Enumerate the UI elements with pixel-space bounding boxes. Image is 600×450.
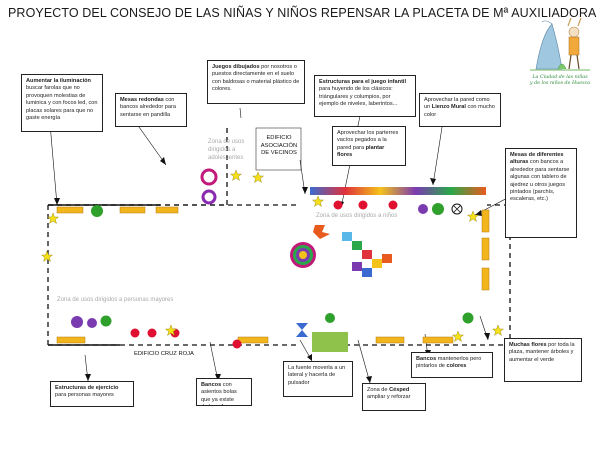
- callout-bold: Aumentar la iluminación: [26, 78, 91, 84]
- callout-bancos-mantenerlos: Bancos mantenerlos pero pintarlos de col…: [411, 352, 493, 378]
- callout-bold: Lienzo Mural: [431, 104, 466, 111]
- callout-bold: Estructuras para el juego infantil: [319, 79, 407, 85]
- callout-juegos-dibujados: Juegos dibujados por nosotros o puestos …: [207, 60, 305, 104]
- callout-text-2: ampliar y reforzar: [367, 394, 411, 401]
- zone-mayores: Zona de usos dirigidos a personas mayore…: [57, 297, 174, 303]
- callout-text: para personas mayores: [55, 392, 114, 399]
- callout-bold: Mesas redondas: [120, 97, 164, 103]
- lienzo-mural: [310, 187, 486, 195]
- callout-bold-2: colores: [446, 363, 467, 370]
- logo-drawing-icon: [530, 17, 590, 71]
- callout-bold: Juegos dibujados: [212, 64, 260, 70]
- callout-bold: Estructuras de ejercicio: [55, 385, 119, 391]
- callout-text: con bancos a alrededor para sentarse alg…: [510, 159, 570, 203]
- callout-bold: Césped: [389, 387, 410, 393]
- callout-text: Aprovechar los parterres vacíos pegados …: [337, 130, 399, 151]
- callout-bold: Bancos: [416, 356, 437, 362]
- callout-text: mantenerlos pero pintarlos de: [416, 356, 482, 370]
- callout-aprovechar-parterres: Aprovechar los parterres vacíos pegados …: [332, 126, 406, 166]
- edificio-vecinos-label: EDIFICIO ASOCIACIÓN DE VECINOS: [260, 135, 298, 156]
- callout-mucha-flores: Muchas flores por toda la plaza, mantene…: [504, 338, 582, 382]
- callout-bold: plantar flores: [337, 144, 385, 159]
- callout-text: para huyendo de los clásicos: triángular…: [319, 86, 398, 108]
- callout-text: por toda la plaza, mantener árboles y au…: [509, 342, 575, 363]
- callout-text: Zona de: [367, 387, 390, 393]
- callout-bold-2: color: [215, 404, 229, 405]
- callout-text: Aprovechar la pared como un: [424, 97, 490, 111]
- callout-text: con bancos alrededor para sentarse en pa…: [120, 97, 176, 118]
- callout-lienzo-mural: Aprovechar la pared como un Lienzo Mural…: [419, 93, 501, 127]
- callout-iluminacion: Aumentar la iluminación buscar farolas q…: [21, 74, 103, 132]
- logo: La Ciudad de las niñas y de los niños de…: [528, 14, 592, 94]
- callout-text: por nosotros o puestos directamente en e…: [212, 64, 300, 93]
- callout-estructuras-ejercicio: Estructuras de ejercicio para personas m…: [50, 381, 134, 407]
- callout-mesas-redondas: Mesas redondas con bancos alrededor para…: [115, 93, 187, 127]
- callout-bold: Muchas flores: [509, 342, 547, 348]
- callout-mesas-alturas: Mesas de diferentes alturas con bancos a…: [505, 148, 577, 238]
- zone-ninos: Zona de usos dirigidos a niños: [316, 213, 398, 219]
- callout-text: con asientos bolas que ya existe darle: [201, 382, 237, 405]
- callout-bold: Mesas de diferentes alturas: [510, 152, 564, 166]
- callout-text: buscar farolas que no provoquen molestia…: [26, 85, 98, 122]
- logo-text-1: La Ciudad de las niñas: [532, 75, 588, 80]
- callout-text-2: con mucho color: [424, 104, 495, 118]
- callout-fuente: La fuente moverla a un lateral y hacerla…: [283, 361, 353, 397]
- callout-estructuras-infantil: Estructuras para el juego infantil para …: [314, 75, 416, 117]
- callout-text: La fuente moverla a un lateral y hacerla…: [288, 365, 346, 386]
- callout-bancos-bolas: Bancos con asientos bolas que ya existe …: [196, 378, 252, 406]
- zone-adolescentes: Zona de usos dirigidos a adolescentes: [208, 139, 245, 161]
- callout-bold: Bancos: [201, 382, 222, 388]
- callout-cesped: Zona de Césped ampliar y reforzar: [362, 383, 426, 411]
- page-title: PROYECTO DEL CONSEJO DE LAS NIÑAS Y NIÑO…: [8, 6, 597, 20]
- logo-text-2: y de los niños de Huesca: [529, 81, 591, 86]
- edificio-cruz-roja-label: EDIFICIO CRUZ ROJA: [134, 351, 194, 357]
